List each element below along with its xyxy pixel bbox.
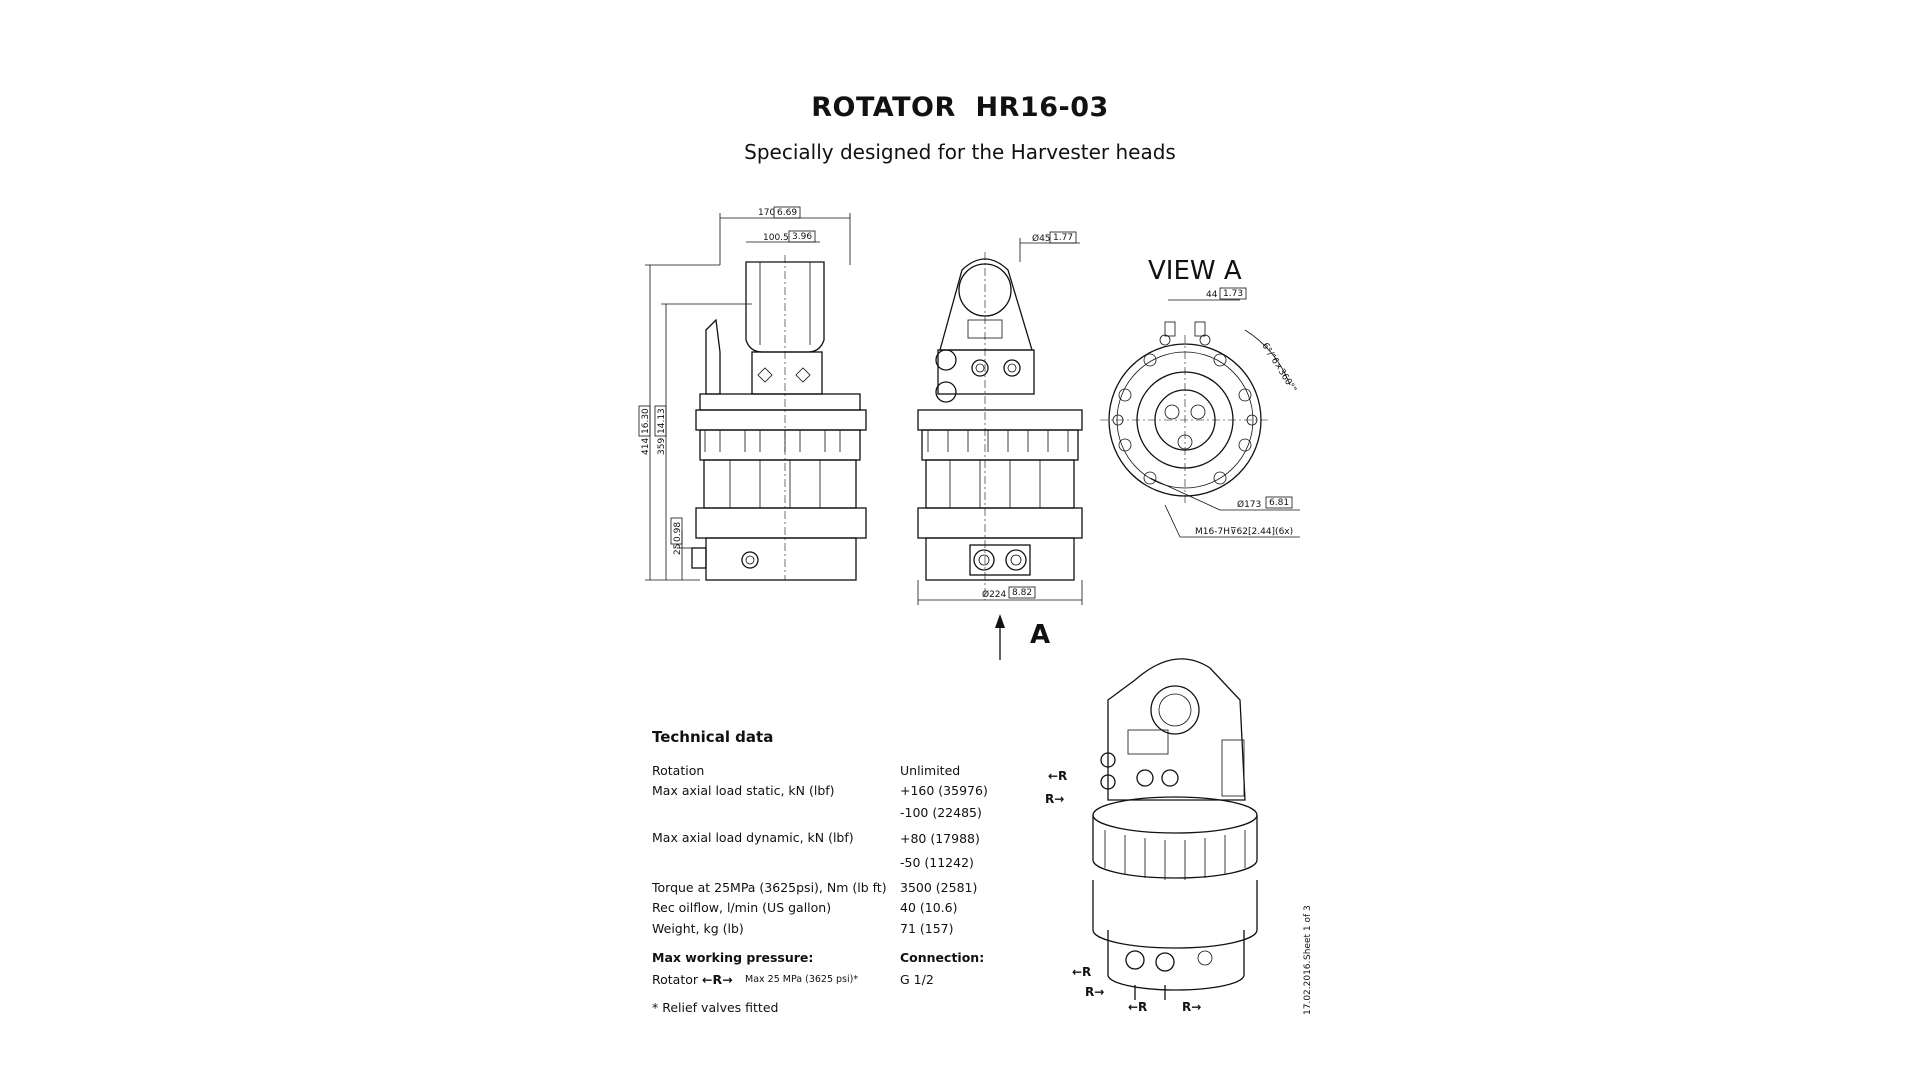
dim-100: 100.5 xyxy=(763,233,789,243)
dim-359: 359 xyxy=(657,438,667,455)
tech-label-static: Max axial load static, kN (lbf) xyxy=(652,783,835,798)
dim-359-in: 14.13 xyxy=(657,408,667,434)
rotator-label: Rotator xyxy=(652,972,699,987)
connection-heading: Connection: xyxy=(900,950,985,965)
port-label-left-1: ←R xyxy=(1048,769,1068,783)
tech-value-rotation: Unlimited xyxy=(900,763,961,778)
port-label-right-1: R→ xyxy=(1045,792,1065,806)
tech-value-oilflow: 40 (10.6) xyxy=(900,900,958,915)
port-label-right-2: R→ xyxy=(1085,985,1105,999)
tech-label-rotation: Rotation xyxy=(652,763,705,778)
max-pressure-heading: Max working pressure: xyxy=(652,950,814,965)
rotator-symbol: ←R→ xyxy=(702,972,733,987)
arrow-a-label: A xyxy=(1030,620,1051,650)
port-label-right-3: R→ xyxy=(1182,1000,1202,1014)
document-subtitle: Specially designed for the Harvester hea… xyxy=(744,140,1176,164)
tech-label-oilflow: Rec oilflow, l/min (US gallon) xyxy=(652,900,832,915)
dim-d45: Ø45 xyxy=(1032,233,1051,244)
front-view-drawing: Ø45 1.77 Ø224 8.82 xyxy=(917,231,1083,660)
tech-label-weight: Weight, kg (lb) xyxy=(652,921,744,936)
connection-value: G 1/2 xyxy=(900,972,934,987)
tech-label-dynamic: Max axial load dynamic, kN (lbf) xyxy=(652,830,854,845)
dim-d173-in: 6.81 xyxy=(1269,498,1289,508)
drawing-date: 17.02.2016. xyxy=(1303,960,1313,1015)
dim-44-in: 1.73 xyxy=(1223,289,1243,299)
dim-thread: M16-7H⊽62[2.44](6x) xyxy=(1195,527,1293,537)
port-label-left-2: ←R xyxy=(1072,965,1092,979)
tech-value-static-neg: -100 (22485) xyxy=(900,805,982,820)
dim-100-in: 3.96 xyxy=(792,232,812,242)
tech-value-static-pos: +160 (35976) xyxy=(900,783,988,798)
sheet-number: Sheet 1 of 3 xyxy=(1303,905,1313,960)
dim-d173: Ø173 xyxy=(1237,499,1261,510)
dim-170-in: 6.69 xyxy=(777,208,797,218)
view-a-drawing: 44 1.73 6°/"6×360°" Ø173 6.81 M16-7H⊽6 xyxy=(1100,287,1300,538)
dim-d224: Ø224 xyxy=(982,589,1007,600)
dim-44: 44 xyxy=(1206,290,1218,300)
dim-414: 414 xyxy=(641,438,651,455)
dim-170: 170 xyxy=(758,208,775,218)
technical-data-heading: Technical data xyxy=(652,728,774,746)
dim-d224-in: 8.82 xyxy=(1012,588,1032,598)
dim-25: 25 xyxy=(673,544,683,555)
rotator-pressure: Max 25 MPa (3625 psi)* xyxy=(745,974,859,985)
dim-angle: 6°/"6×360°" xyxy=(1259,341,1297,394)
side-view-drawing: 170 6.69 100.5 3.96 xyxy=(638,206,867,581)
tech-value-weight: 71 (157) xyxy=(900,921,954,936)
view-a-label: VIEW A xyxy=(1148,256,1242,286)
tech-value-torque: 3500 (2581) xyxy=(900,880,978,895)
port-label-left-3: ←R xyxy=(1128,1000,1148,1014)
tech-value-dynamic-pos: +80 (17988) xyxy=(900,831,980,846)
dim-d45-in: 1.77 xyxy=(1053,233,1073,243)
dim-414-in: 16.30 xyxy=(641,408,651,434)
isometric-drawing xyxy=(1092,658,1258,1000)
dim-25-in: 0.98 xyxy=(673,522,683,542)
document-title: ROTATOR HR16-03 xyxy=(811,92,1109,123)
footnote: * Relief valves fitted xyxy=(652,1000,779,1015)
tech-value-dynamic-neg: -50 (11242) xyxy=(900,855,974,870)
tech-label-torque: Torque at 25MPa (3625psi), Nm (lb ft) xyxy=(652,880,887,895)
